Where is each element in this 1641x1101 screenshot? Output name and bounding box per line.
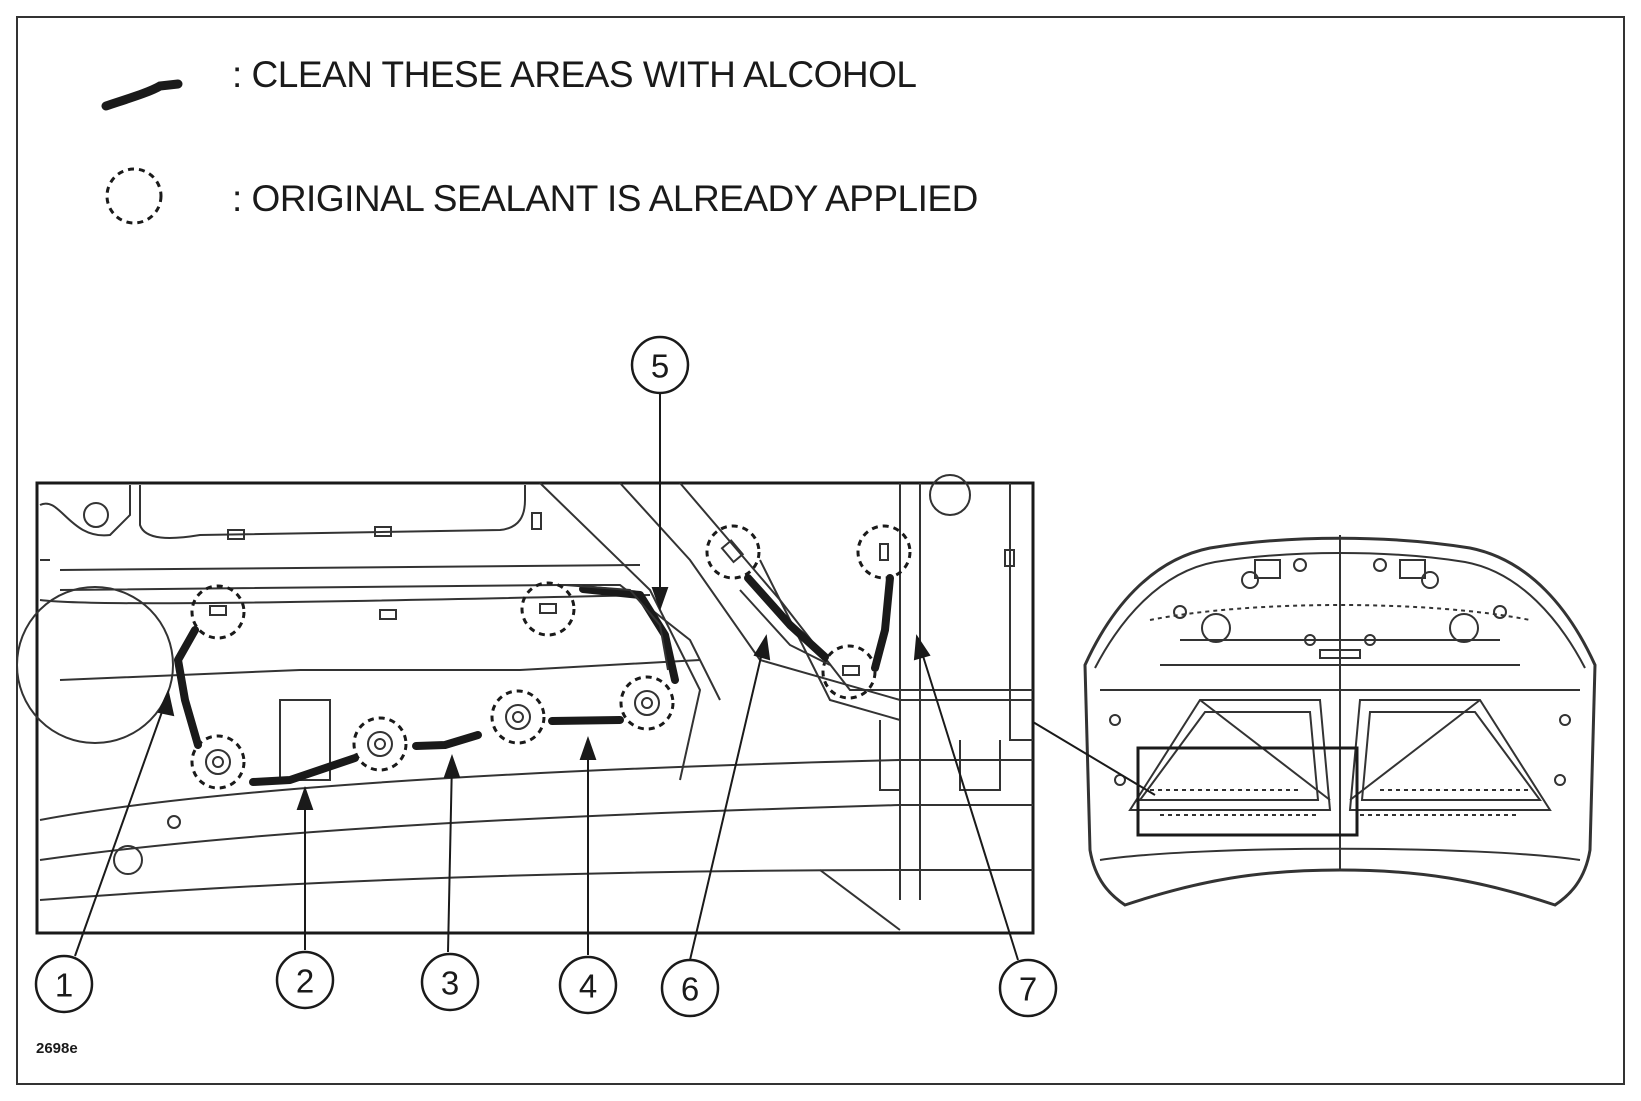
sealant-points <box>190 524 912 790</box>
figure-code: 2698e <box>36 1040 78 1057</box>
sealant-circle <box>705 524 761 580</box>
clean-area-line <box>412 731 482 750</box>
hood-overview <box>1083 535 1597 907</box>
callout-5-label: 5 <box>651 348 669 385</box>
fasteners <box>205 539 889 775</box>
sealant-circle <box>856 524 912 580</box>
callout-4-circle <box>558 955 618 1015</box>
detail-region-box <box>1136 746 1359 837</box>
legend-sealant-circle-mark <box>105 167 163 225</box>
callout-5-circle <box>630 335 690 395</box>
legend-clean-text: : CLEAN THESE AREAS WITH ALCOHOL <box>232 54 917 95</box>
diagram-frame <box>16 16 1625 1085</box>
sealant-circle <box>520 581 576 637</box>
detail-frame <box>35 481 1035 935</box>
callout-4-label: 4 <box>579 968 597 1005</box>
callout-2-circle <box>275 950 335 1010</box>
clean-area-line <box>871 574 894 672</box>
detail-region-leader <box>1032 721 1156 796</box>
clean-areas <box>174 574 894 786</box>
clean-area-line <box>174 626 202 749</box>
sealant-circle <box>190 734 246 790</box>
callout-1-circle <box>34 954 94 1014</box>
clean-area-line <box>249 754 359 786</box>
sealant-circle <box>619 675 675 731</box>
legend-sealant-text: : ORIGINAL SEALANT IS ALREADY APPLIED <box>232 178 978 219</box>
callout-3-label: 3 <box>441 965 459 1002</box>
callout-7-circle <box>998 958 1058 1018</box>
callout-7-label: 7 <box>1019 971 1037 1008</box>
callout-1-label: 1 <box>55 967 73 1004</box>
sealant-circle <box>352 716 408 772</box>
sealant-circle <box>190 584 246 640</box>
sealant-circle <box>490 689 546 745</box>
clean-area-line <box>548 716 624 725</box>
clean-area-line <box>744 574 829 661</box>
callout-3-circle <box>420 952 480 1012</box>
callout-leaders <box>74 392 1019 961</box>
legend-clean-line-mark <box>101 79 183 111</box>
sealant-circle <box>821 644 877 700</box>
callout-6-label: 6 <box>681 971 699 1008</box>
callout-6-circle <box>660 958 720 1018</box>
callout-2-label: 2 <box>296 963 314 1000</box>
